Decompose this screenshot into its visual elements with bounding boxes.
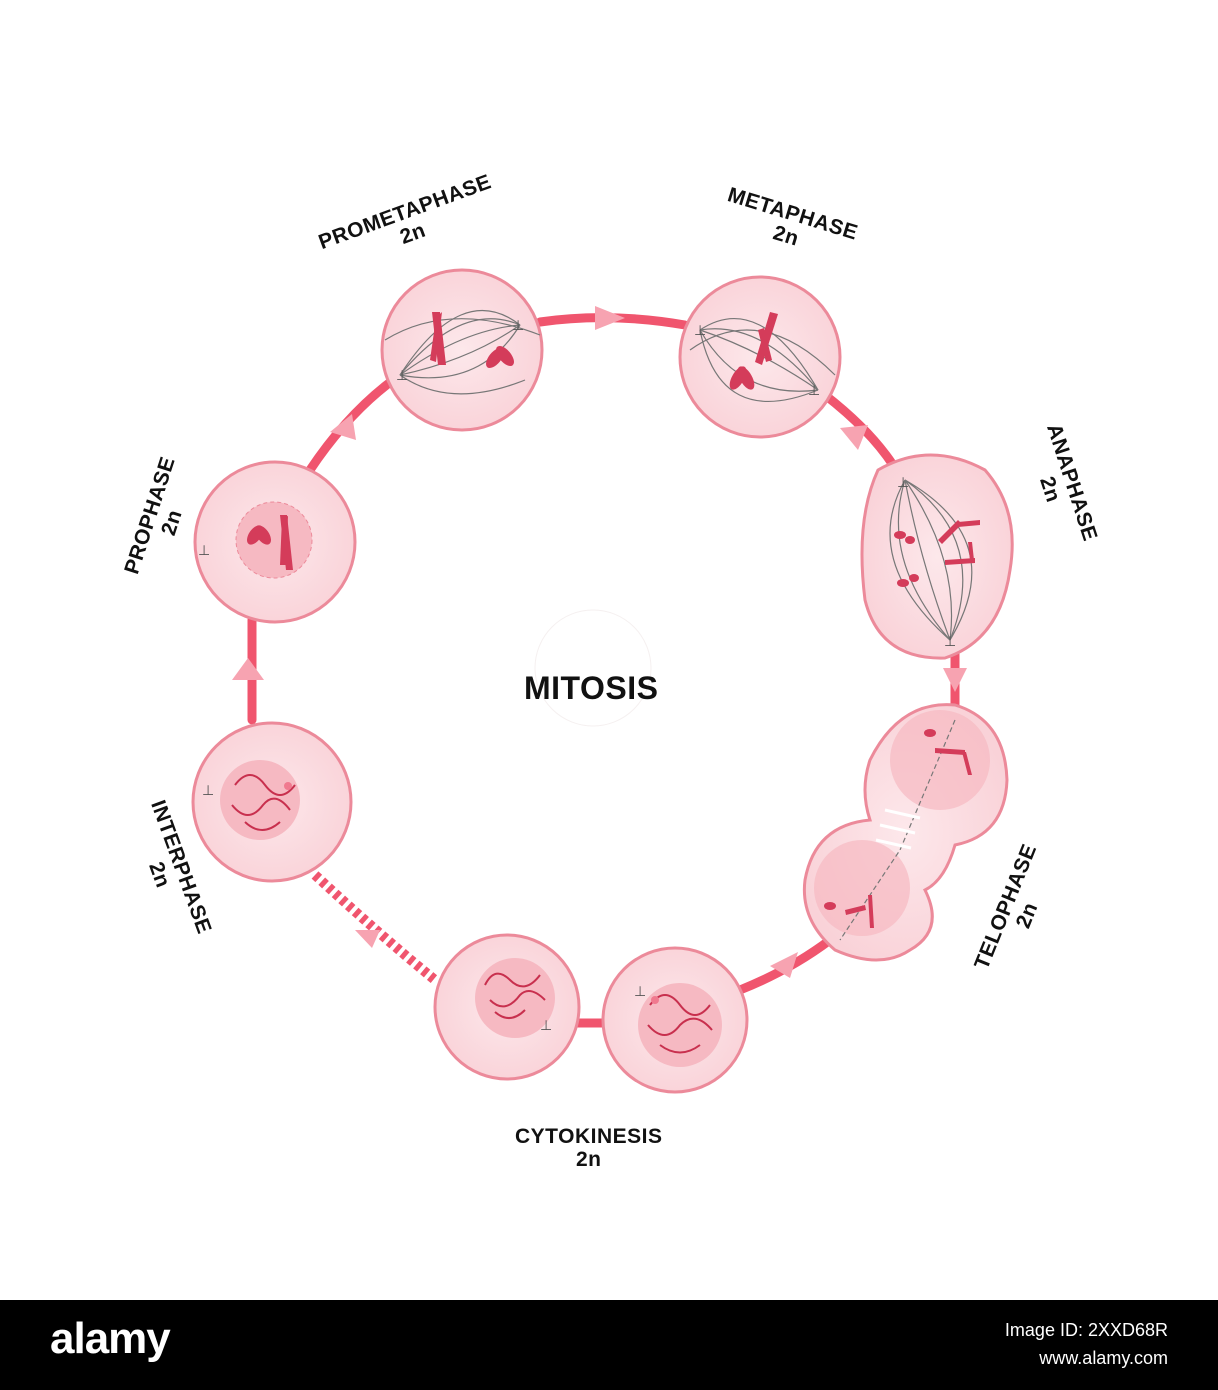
metaphase-cell: ⊥ ⊥ <box>678 275 842 439</box>
prometaphase-cell: ⊥ ⊥ <box>380 268 544 432</box>
svg-text:⊥: ⊥ <box>808 383 820 399</box>
mitosis-cycle-diagram: ⊥ ⊥ ⊥ ⊥ <box>191 268 1014 1094</box>
telophase-cell <box>802 703 1009 962</box>
svg-text:⊥: ⊥ <box>202 783 214 799</box>
svg-text:⊥: ⊥ <box>198 543 210 559</box>
interphase-cell: ⊥ <box>191 721 353 883</box>
label-cytokinesis: CYTOKINESIS 2n <box>515 1125 662 1171</box>
metaphase-chromosomes <box>729 312 778 390</box>
arrow-to-anaphase <box>840 425 868 450</box>
cytokinesis-name: CYTOKINESIS <box>515 1125 663 1148</box>
center-title: MITOSIS <box>524 670 659 706</box>
svg-text:⊥: ⊥ <box>694 323 706 339</box>
svg-text:⊥: ⊥ <box>634 984 646 1000</box>
anaphase-chromosomes <box>894 520 980 587</box>
watermark-footer: alamy Image ID: 2XXD68R www.alamy.com <box>0 1300 1218 1390</box>
cytokinesis-ploidy: 2n <box>575 1148 602 1171</box>
arrow-to-cytokinesis <box>770 952 798 978</box>
arrow-to-prometaphase <box>330 414 356 440</box>
svg-text:⊥: ⊥ <box>540 1018 552 1034</box>
cytokinesis-cell-right: ⊥ <box>601 946 749 1094</box>
svg-text:⊥: ⊥ <box>944 634 956 650</box>
arrow-to-interphase <box>355 930 380 948</box>
arrow-to-metaphase <box>595 306 625 330</box>
svg-text:⊥: ⊥ <box>512 318 524 334</box>
cytokinesis-cell-left: ⊥ <box>433 933 581 1081</box>
ring-dashed-segment <box>311 871 439 984</box>
direction-arrows <box>232 306 967 978</box>
footer-url: www.alamy.com <box>1039 1348 1168 1368</box>
arrow-to-telophase <box>943 668 967 692</box>
footer-image-id: Image ID: 2XXD68R <box>1004 1320 1168 1340</box>
arrow-up-prophase <box>232 658 264 680</box>
svg-text:⊥: ⊥ <box>396 368 408 384</box>
svg-text:⊥: ⊥ <box>897 475 909 491</box>
anaphase-cell: ⊥ ⊥ <box>860 453 1014 660</box>
center-faint-circle <box>534 609 652 727</box>
prophase-chromosomes <box>247 515 293 570</box>
prophase-cell: ⊥ <box>193 460 357 624</box>
telophase-chromosomes <box>824 729 972 928</box>
ring-prophase-to-prometaphase <box>305 370 405 475</box>
prometaphase-chromosomes <box>430 312 514 368</box>
footer-logo: alamy <box>50 1314 171 1363</box>
